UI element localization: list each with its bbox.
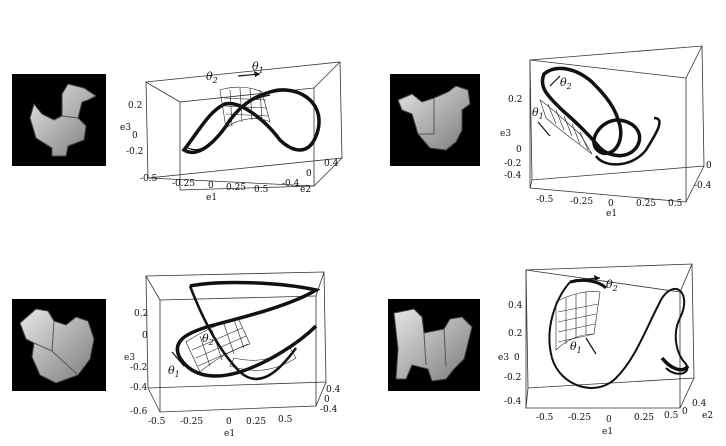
plot-bottom-left: θ2 θ1 0.2 0 -0.2 -0.4 -0.6 e3 -0.5 -0.25…	[124, 271, 341, 439]
y-tick: -0.4	[282, 179, 300, 189]
x-tick: 0.25	[634, 413, 654, 423]
z-tick: 0	[132, 131, 138, 141]
plot-bottom-right: θ2 θ1 0.4 0.2 0 -0.2 -0.4 e3 -0.5 -0.25 …	[498, 263, 713, 437]
x-tick: 0.5	[254, 185, 269, 195]
x-tick: -0.25	[568, 413, 591, 423]
y-tick: -0.4	[320, 405, 338, 415]
y-tick: 0	[706, 161, 712, 171]
ribbon-grid	[219, 86, 271, 129]
x-axis-label: e1	[206, 193, 217, 203]
x-tick: 0.5	[278, 415, 293, 425]
bounding-box	[525, 263, 695, 409]
x-tick: 0.25	[246, 417, 266, 427]
bounding-box	[529, 45, 705, 203]
curve-loop	[175, 280, 321, 381]
y-tick: -0.4	[694, 181, 712, 191]
x-axis-label: e1	[602, 427, 613, 437]
ribbon-grid	[539, 99, 593, 155]
bounding-box	[145, 271, 327, 413]
z-axis-label: e3	[120, 123, 131, 133]
object-photo-cat	[388, 299, 480, 391]
z-axis-label: e3	[498, 353, 509, 363]
x-tick: 0.5	[664, 411, 679, 421]
arrow	[549, 75, 561, 87]
plot-top-left: θ2 θ1 0.2 0 -0.2 e3 -0.5 -0.25 0 0.25 0.…	[120, 60, 343, 203]
arrow	[537, 121, 551, 137]
z-axis-label: e3	[124, 353, 135, 363]
z-tick: 0.4	[508, 301, 523, 311]
z-tick: -0.2	[130, 363, 147, 373]
z-tick: -0.6	[130, 407, 148, 417]
z-tick: -0.4	[504, 171, 522, 181]
y-axis-label: e2	[300, 185, 311, 195]
theta2-label: θ2	[560, 76, 572, 91]
theta1-label: θ1	[168, 364, 180, 379]
curve-loop	[540, 66, 661, 166]
z-tick: -0.2	[126, 147, 143, 157]
theta2-label: θ2	[606, 278, 618, 293]
z-tick: 0	[516, 145, 522, 155]
arrow	[171, 351, 185, 367]
z-tick: 0	[142, 331, 148, 341]
z-tick: 0.2	[134, 309, 148, 319]
bounding-box	[145, 61, 343, 191]
plot-top-right: θ2 θ1 0.2 0 -0.2 -0.4 e3 -0.5 -0.25 0 0.…	[500, 45, 712, 219]
x-tick: 0.5	[668, 199, 683, 209]
z-tick: -0.2	[504, 373, 521, 383]
y-tick: 0	[682, 407, 688, 417]
x-tick: 0	[608, 199, 614, 209]
theta1-label: θ1	[252, 60, 264, 75]
x-tick: 0	[606, 415, 612, 425]
theta2-label: θ2	[202, 332, 214, 347]
x-tick: 0	[208, 181, 214, 191]
z-tick: -0.4	[130, 383, 148, 393]
z-tick: 0	[514, 353, 520, 363]
z-tick: 0.2	[128, 101, 142, 111]
y-tick: 0.4	[324, 159, 339, 169]
y-tick: 0	[324, 395, 330, 405]
x-tick: -0.5	[536, 195, 554, 205]
ribbon-grid	[555, 291, 601, 351]
x-tick: -0.25	[172, 179, 195, 189]
y-tick: 0.4	[692, 399, 707, 409]
z-axis-label: e3	[500, 129, 511, 139]
x-axis-label: e1	[606, 209, 617, 219]
y-axis-label: e2	[702, 411, 713, 421]
x-tick: 0.25	[636, 199, 656, 209]
x-axis-label: e1	[224, 429, 235, 439]
x-tick: -0.5	[536, 413, 554, 423]
curve-loop	[181, 88, 321, 154]
object-photo-duck	[12, 74, 106, 166]
theta2-label: θ2	[206, 70, 218, 85]
y-tick: 0.4	[326, 385, 341, 395]
x-tick: -0.25	[570, 197, 593, 207]
x-tick: -0.25	[180, 417, 203, 427]
x-tick: 0.25	[226, 183, 246, 193]
z-tick: -0.2	[504, 159, 521, 169]
object-photo-cow	[390, 74, 480, 166]
z-tick: -0.4	[504, 397, 522, 407]
x-tick: 0	[226, 417, 232, 427]
arrow	[585, 337, 597, 355]
curve-loop	[548, 278, 690, 389]
z-tick: 0.2	[508, 329, 522, 339]
y-tick: 0	[306, 169, 312, 179]
x-tick: -0.5	[148, 417, 166, 427]
theta1-label: θ1	[532, 106, 544, 121]
x-tick: -0.5	[140, 174, 158, 184]
ribbon-grid	[185, 317, 297, 373]
z-tick: 0.2	[508, 95, 522, 105]
theta1-label: θ1	[570, 340, 582, 355]
object-photo-chicken	[12, 299, 106, 391]
